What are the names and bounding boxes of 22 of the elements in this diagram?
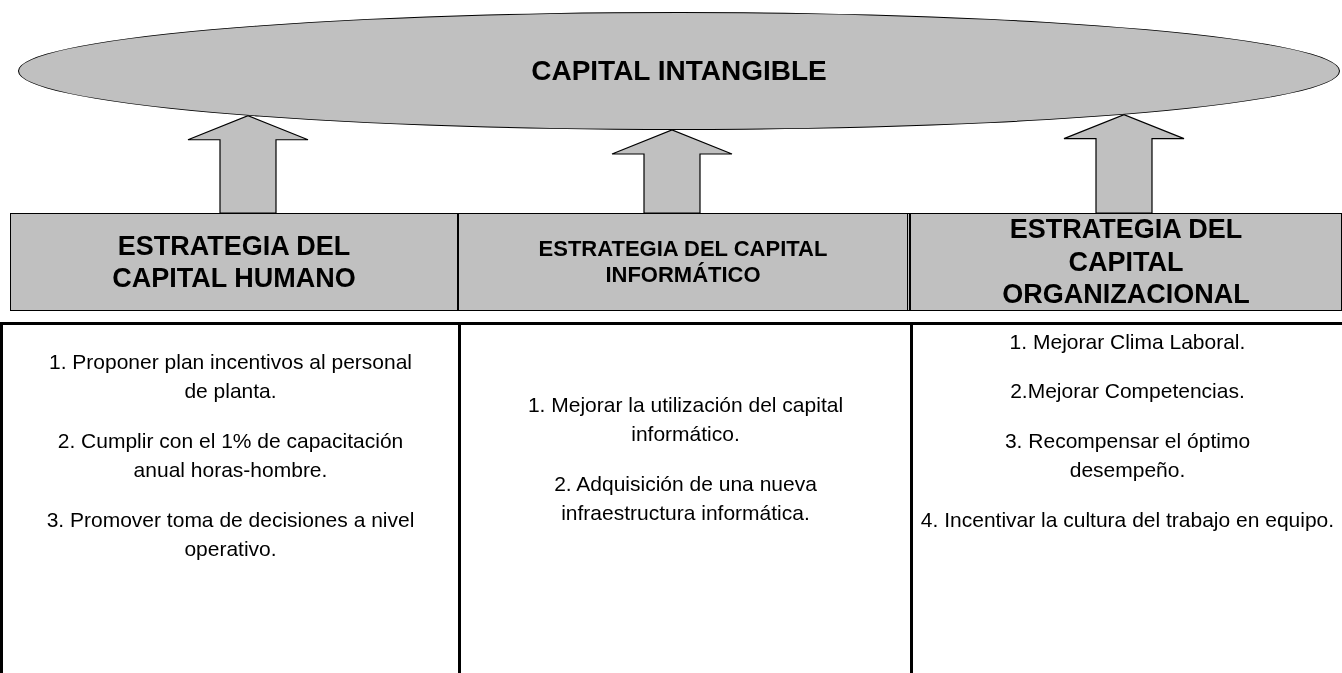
strategy-item: 2. Adquisición de una nueva infraestructura informática. bbox=[553, 470, 818, 526]
strategy-item: 4. Incentivar la cultura del trabajo en equipo. bbox=[920, 506, 1335, 533]
block-arrow bbox=[1063, 114, 1185, 214]
strategy-item: 3. Promover toma de decisiones a nivel operativo. bbox=[45, 506, 416, 562]
strategy-header bbox=[910, 213, 1342, 311]
strategy-item: 1. Mejorar Clima Laboral. bbox=[1009, 329, 1246, 355]
header-title: ESTRATEGIA DEL CAPITAL INFORMÁTICO bbox=[537, 235, 829, 289]
strategy-header bbox=[458, 213, 910, 311]
strategy-header bbox=[10, 213, 458, 311]
strategy-item: 2.Mejorar Competencias. bbox=[1010, 378, 1245, 405]
strategy-item: 1. Proponer plan incentivos al personal de planta. bbox=[47, 349, 414, 405]
ellipse-label: CAPITAL INTANGIBLE bbox=[531, 54, 827, 88]
strategy-item: 2. Cumplir con el 1% de capacitación anual horas-hombre. bbox=[56, 427, 405, 484]
strategy-panel bbox=[910, 322, 1342, 673]
strategy-panel bbox=[0, 322, 458, 673]
header-title: ESTRATEGIA DEL CAPITAL HUMANO bbox=[111, 229, 357, 295]
block-arrow bbox=[187, 115, 309, 214]
header-title: ESTRATEGIA DEL CAPITAL ORGANIZACIONAL bbox=[1001, 213, 1251, 311]
block-arrow bbox=[611, 129, 733, 214]
strategy-item: 1. Mejorar la utilización del capital informático. bbox=[526, 391, 845, 448]
strategy-item: 3. Recompensar el óptimo desempeño. bbox=[1003, 427, 1252, 484]
strategy-panel bbox=[458, 322, 910, 673]
